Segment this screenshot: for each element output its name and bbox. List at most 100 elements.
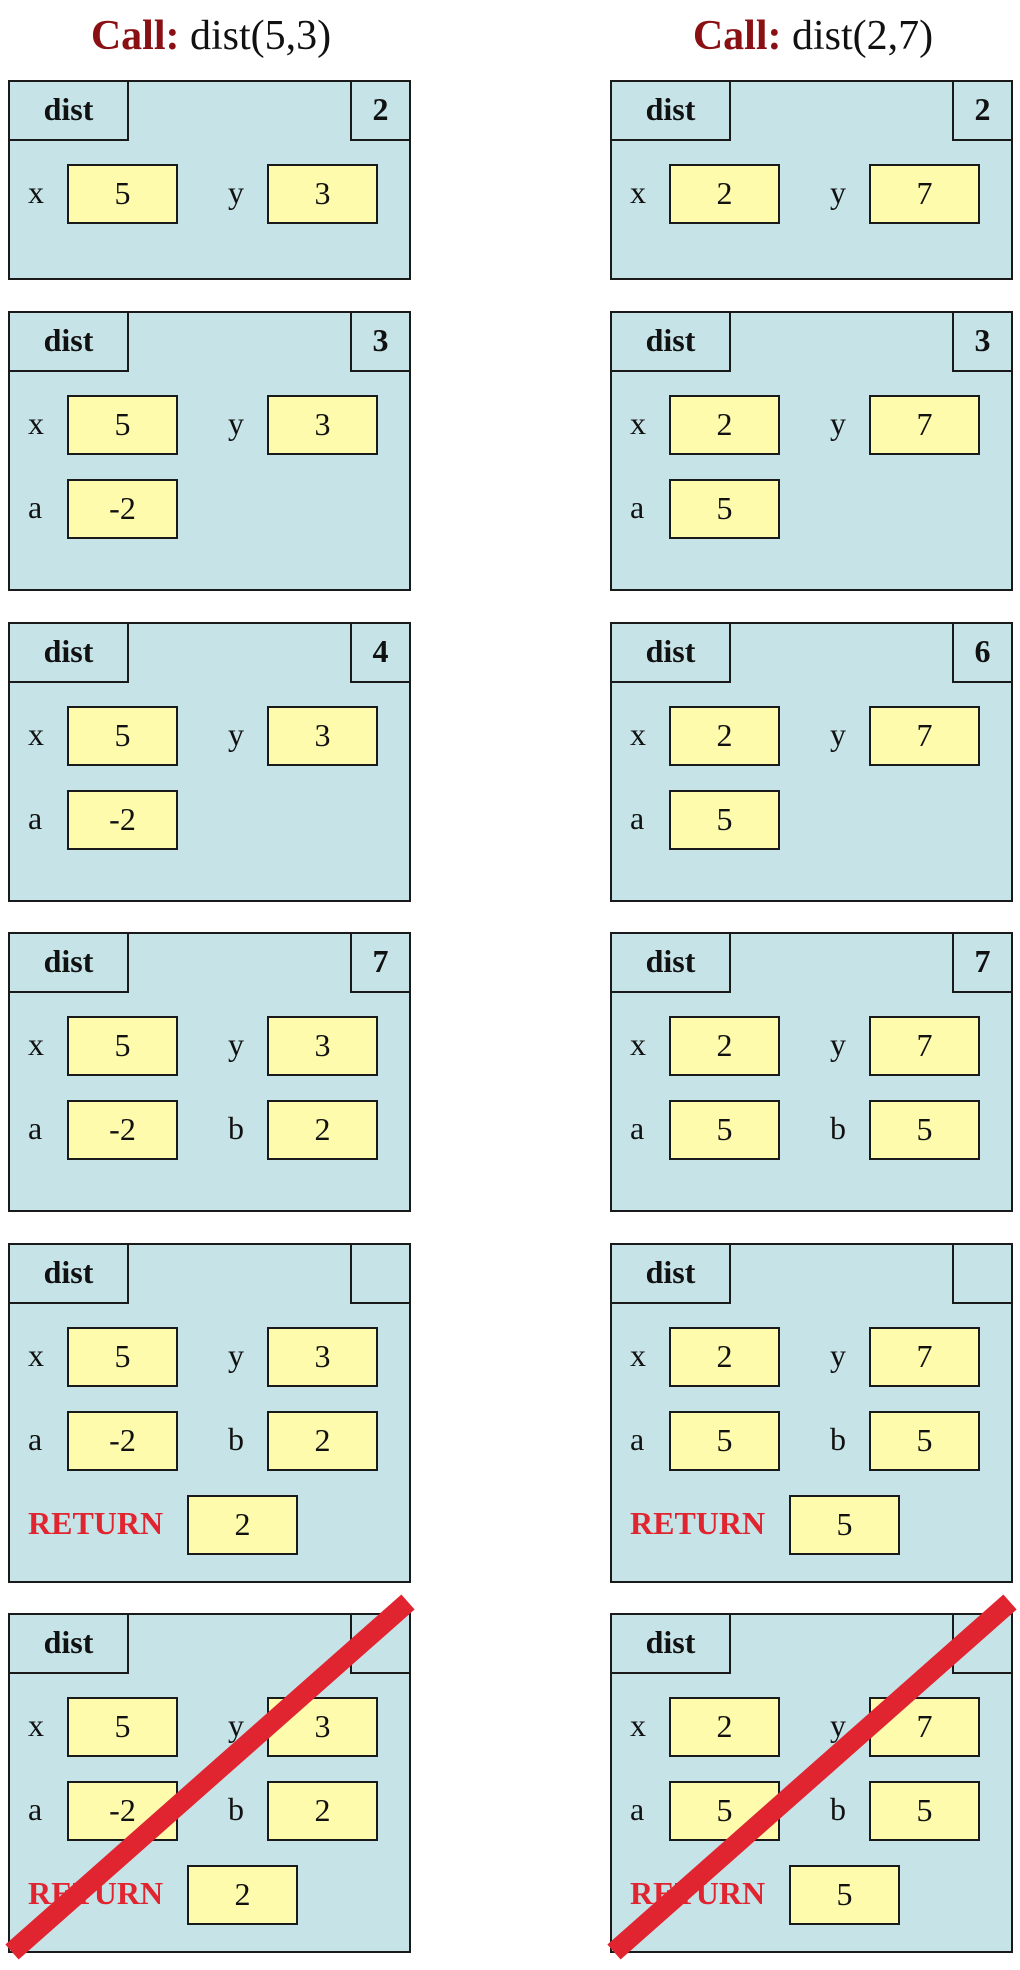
- variable-value-box: 2: [267, 1781, 378, 1841]
- frame-name: dist: [8, 311, 129, 372]
- variable-value-box: -2: [67, 1781, 178, 1841]
- frame-name: dist: [8, 1613, 129, 1674]
- frame-name: dist: [610, 311, 731, 372]
- variable-label: x: [28, 1026, 44, 1062]
- return-value-box: 5: [789, 1865, 900, 1925]
- variable-label: x: [630, 716, 646, 752]
- variable-label: y: [228, 174, 244, 210]
- variable-label: x: [28, 1707, 44, 1743]
- call-keyword: Call:: [692, 13, 782, 59]
- variable-value-box: 5: [67, 1327, 178, 1387]
- variable-label: b: [228, 1421, 244, 1457]
- variable-label: y: [228, 1707, 244, 1743]
- program-counter: [350, 1613, 411, 1674]
- frame-name: dist: [8, 1243, 129, 1304]
- program-counter: 3: [952, 311, 1013, 372]
- call-expression: dist(5,3): [190, 13, 332, 59]
- frame-name: dist: [610, 80, 731, 141]
- variable-value-box: 3: [267, 164, 378, 224]
- variable-label: x: [28, 1337, 44, 1373]
- variable-value-box: 7: [869, 1697, 980, 1757]
- frame-name: dist: [610, 622, 731, 683]
- variable-label: x: [28, 174, 44, 210]
- variable-value-box: 5: [669, 790, 780, 850]
- variable-label: a: [28, 1110, 43, 1146]
- program-counter: 7: [350, 932, 411, 993]
- program-counter: 3: [350, 311, 411, 372]
- frame-name: dist: [610, 1243, 731, 1304]
- variable-value-box: 7: [869, 395, 980, 455]
- variable-label: x: [630, 174, 646, 210]
- variable-label: a: [28, 489, 43, 525]
- variable-value-box: 5: [669, 1781, 780, 1841]
- variable-value-box: 2: [669, 395, 780, 455]
- variable-label: a: [630, 800, 645, 836]
- variable-label: a: [630, 1110, 645, 1146]
- variable-value-box: 7: [869, 706, 980, 766]
- program-counter: 2: [952, 80, 1013, 141]
- variable-label: a: [28, 1791, 43, 1827]
- variable-value-box: -2: [67, 1100, 178, 1160]
- program-counter: 7: [952, 932, 1013, 993]
- program-counter: [952, 1243, 1013, 1304]
- variable-label: x: [630, 1337, 646, 1373]
- variable-label: x: [630, 1026, 646, 1062]
- return-label: RETURN: [28, 1875, 164, 1911]
- variable-label: a: [630, 1791, 645, 1827]
- frame-name: dist: [8, 932, 129, 993]
- variable-value-box: 5: [669, 479, 780, 539]
- variable-value-box: 5: [67, 1697, 178, 1757]
- variable-label: a: [630, 1421, 645, 1457]
- variable-label: y: [830, 1026, 846, 1062]
- variable-value-box: 5: [67, 164, 178, 224]
- variable-value-box: 2: [669, 164, 780, 224]
- variable-value-box: -2: [67, 479, 178, 539]
- call-title: Call: dist(2,7): [610, 12, 1016, 60]
- variable-value-box: 2: [669, 1697, 780, 1757]
- return-value-box: 5: [789, 1495, 900, 1555]
- variable-label: x: [630, 405, 646, 441]
- variable-value-box: 3: [267, 395, 378, 455]
- frame-name: dist: [610, 1613, 731, 1674]
- variable-value-box: 3: [267, 1327, 378, 1387]
- program-counter: 2: [350, 80, 411, 141]
- variable-label: a: [28, 1421, 43, 1457]
- variable-value-box: 3: [267, 706, 378, 766]
- variable-label: y: [228, 716, 244, 752]
- variable-value-box: 3: [267, 1016, 378, 1076]
- call-keyword: Call:: [90, 13, 180, 59]
- variable-label: y: [830, 1337, 846, 1373]
- variable-label: y: [228, 1337, 244, 1373]
- program-counter: [952, 1613, 1013, 1674]
- frame-name: dist: [610, 932, 731, 993]
- variable-label: x: [28, 405, 44, 441]
- variable-value-box: 2: [669, 1327, 780, 1387]
- return-label: RETURN: [28, 1505, 164, 1541]
- variable-value-box: -2: [67, 1411, 178, 1471]
- variable-label: y: [228, 1026, 244, 1062]
- variable-label: a: [630, 489, 645, 525]
- variable-value-box: -2: [67, 790, 178, 850]
- call-title: Call: dist(5,3): [8, 12, 414, 60]
- variable-label: a: [28, 800, 43, 836]
- variable-value-box: 7: [869, 164, 980, 224]
- frame-name: dist: [8, 622, 129, 683]
- variable-value-box: 5: [669, 1100, 780, 1160]
- program-counter: 6: [952, 622, 1013, 683]
- program-counter: 4: [350, 622, 411, 683]
- variable-value-box: 5: [869, 1781, 980, 1841]
- return-value-box: 2: [187, 1865, 298, 1925]
